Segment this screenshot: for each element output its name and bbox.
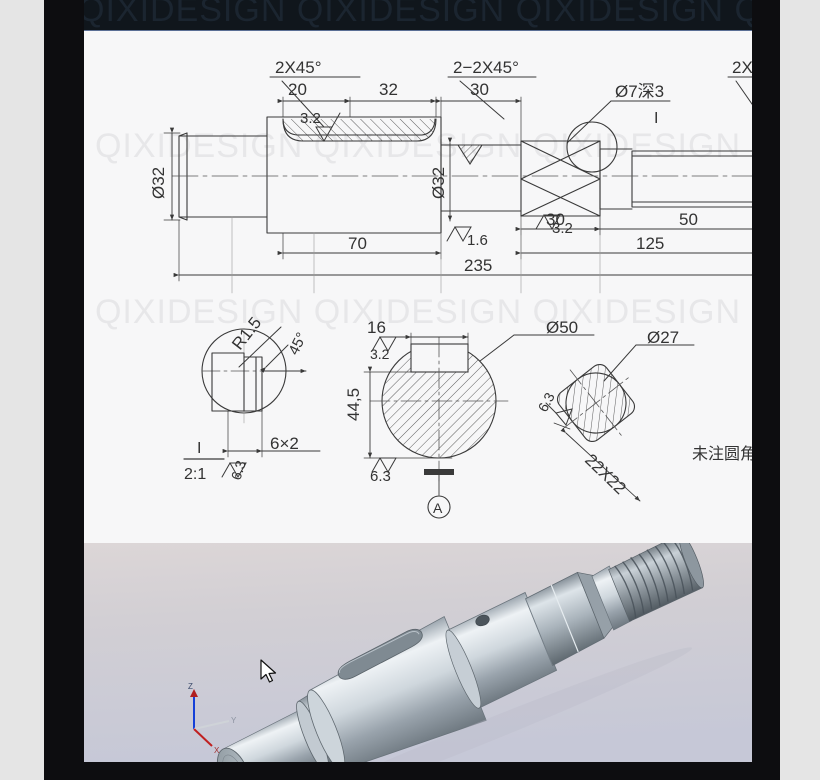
dim-70: 70 <box>348 234 367 253</box>
top-watermark-text: QIXIDESIGN QIXIDESIGN QIXIDESIGN QIXIDES… <box>84 0 752 29</box>
letterbox-left <box>44 0 84 780</box>
dim-30-groove: 30 <box>470 80 489 99</box>
label-roughness-left: 3.2 <box>300 110 321 127</box>
label-hole-callout: Ø7深3 <box>615 82 664 101</box>
mouse-cursor <box>260 659 277 683</box>
detail-label-I: I <box>197 440 201 457</box>
dia-mid: Ø32 <box>429 167 448 199</box>
axis-z-arrow <box>190 689 198 697</box>
drawing-vector-canvas: 2X45° 2−2X45° 2X45° 3.2 1.6 3.2 Ø7深3 I 2… <box>149 58 752 519</box>
label-detail-marker-I: I <box>654 110 658 127</box>
label-chamfer-keyway: 2−2X45° <box>453 58 519 77</box>
section-hex-across: 22X22 <box>581 450 630 498</box>
dim-30-hex: 30 <box>546 210 565 229</box>
axis-x-line <box>193 728 213 747</box>
label-chamfer-right: 2X45° <box>732 58 752 77</box>
section-a-height: 44,5 <box>344 388 363 421</box>
axis-x-label: X <box>214 746 220 755</box>
section-hex-dia: Ø27 <box>647 328 679 347</box>
axis-y-line <box>193 720 230 730</box>
axis-y-label: Y <box>231 716 237 725</box>
axis-triad <box>190 689 230 747</box>
section-a-width: 16 <box>367 318 386 337</box>
section-a-dia: Ø50 <box>546 318 578 337</box>
dim-20: 20 <box>288 80 307 99</box>
detail-roughness: 6.3 <box>228 458 249 482</box>
letterbox-bottom <box>44 762 780 780</box>
dim-32: 32 <box>379 80 398 99</box>
engineering-drawing-sheet: QIXIDESIGN QIXIDESIGN QIXIDESIGN QIXIDES… <box>84 30 752 544</box>
section-a-roughness-bottom: 6.3 <box>370 468 391 485</box>
top-watermark-strip: QIXIDESIGN QIXIDESIGN QIXIDESIGN QIXIDES… <box>84 0 752 30</box>
detail-groove: 6×2 <box>270 434 299 453</box>
dim-50: 50 <box>679 210 698 229</box>
section-a-label: A <box>433 500 443 516</box>
dim-235: 235 <box>464 256 492 275</box>
cad-model-canvas: Z Y X <box>84 543 752 762</box>
section-a-roughness-top: 3.2 <box>370 346 390 362</box>
dia-left: Ø32 <box>149 167 168 199</box>
letterbox-right <box>752 0 780 780</box>
cad-3d-viewport[interactable]: Z Y X <box>84 543 752 762</box>
dim-125: 125 <box>636 234 664 253</box>
label-roughness-mid: 1.6 <box>467 232 488 249</box>
label-roughness-step: 3.2 <box>552 220 573 237</box>
detail-angle: 45° <box>285 330 310 358</box>
axis-z-label: Z <box>188 682 193 691</box>
detail-scale: 2:1 <box>184 466 206 483</box>
note-unspecified-fillet: 未注圆角R3 <box>692 445 752 463</box>
label-chamfer-left: 2X45° <box>275 58 322 77</box>
